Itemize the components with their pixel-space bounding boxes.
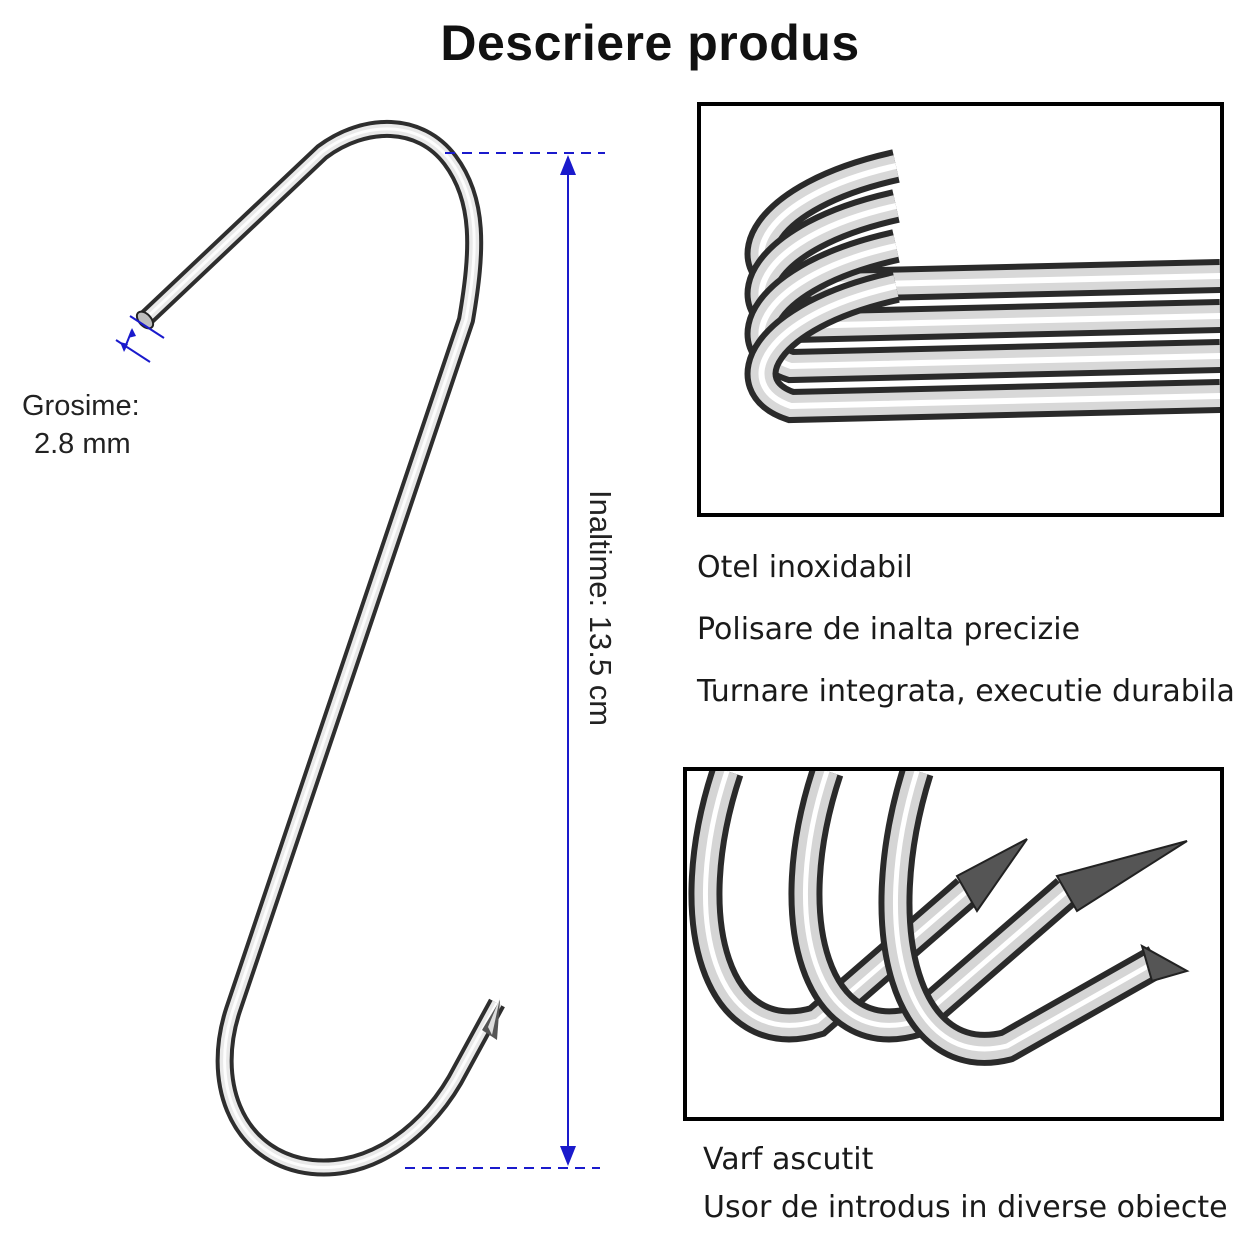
feature-integrated-casting: Turnare integrata, executie durabila <box>697 674 1235 709</box>
feature-high-precision-polish: Polisare de inalta precizie <box>697 612 1081 647</box>
stacked-hooks-top-detail <box>744 149 1220 424</box>
page-title: Descriere produs <box>440 15 860 71</box>
feature-easy-insert: Usor de introdus in diverse obiecte <box>703 1190 1228 1225</box>
sharp-hook-tips-detail <box>688 771 1190 1066</box>
thickness-value: 2.8 mm <box>34 428 131 460</box>
stacked-hooks-detail-image <box>697 102 1224 517</box>
sharp-tips-detail-image <box>683 767 1224 1121</box>
thickness-label: Grosime: <box>22 390 140 422</box>
height-label: Inaltime: 13.5 cm <box>583 490 618 727</box>
feature-sharp-tip: Varf ascutit <box>703 1142 874 1177</box>
feature-stainless-steel: Otel inoxidabil <box>697 550 913 585</box>
s-hook-icon <box>115 119 605 1177</box>
